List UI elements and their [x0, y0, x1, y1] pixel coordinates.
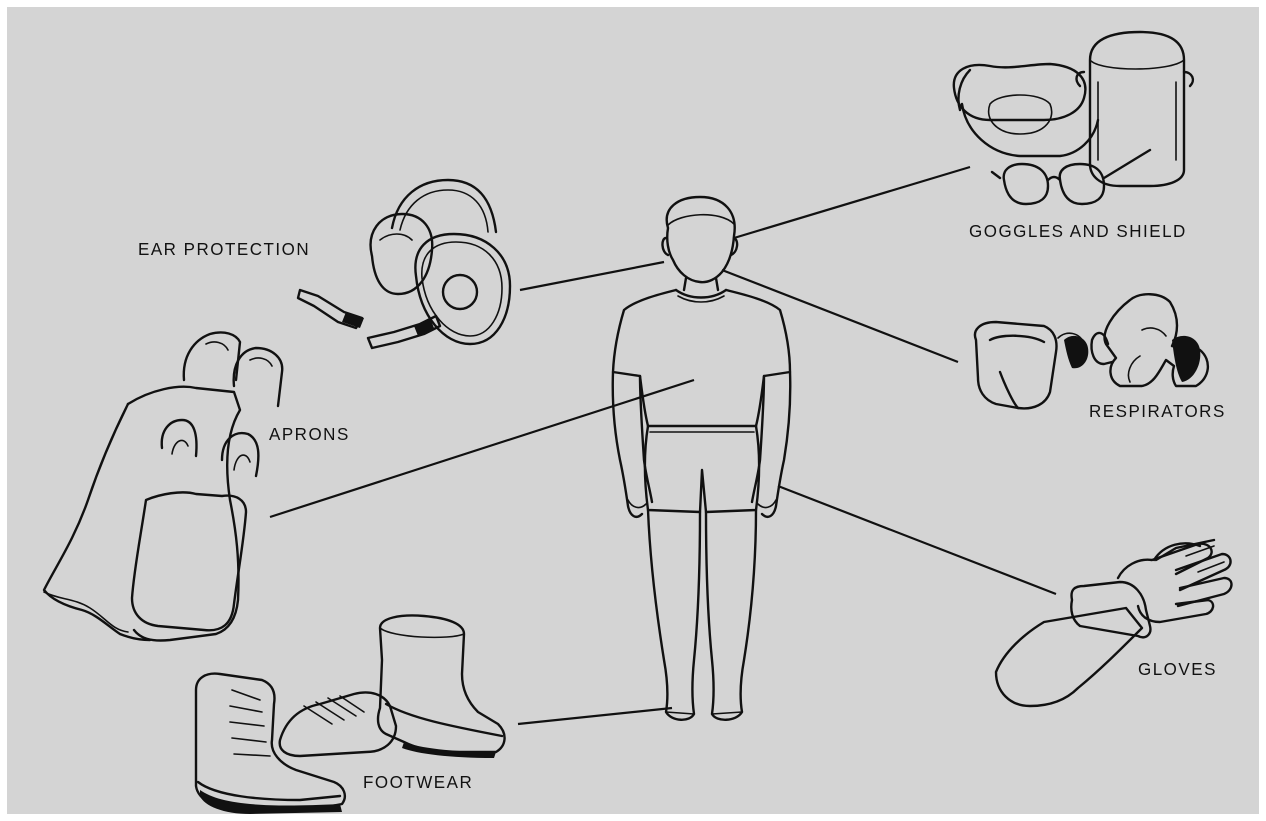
- leader-footwear: [518, 708, 672, 724]
- diagram-canvas: EAR PROTECTION GOGGLES AND SHIELD APRONS…: [7, 7, 1259, 814]
- leader-respirators: [722, 270, 958, 362]
- glove-icon: [996, 540, 1232, 706]
- label-goggles-and-shield: GOGGLES AND SHIELD: [969, 222, 1187, 243]
- label-aprons: APRONS: [269, 425, 350, 446]
- leader-gloves: [778, 486, 1056, 594]
- leader-goggles: [734, 167, 970, 238]
- leader-aprons: [270, 380, 694, 517]
- diagram-illustration: [7, 7, 1259, 814]
- label-respirators: RESPIRATORS: [1089, 402, 1226, 423]
- human-figure: [613, 197, 790, 720]
- apron-icon: [44, 332, 282, 640]
- earmuffs-icon: [298, 180, 510, 348]
- label-ear-protection: EAR PROTECTION: [138, 240, 310, 261]
- respirator-mask-icon: [975, 294, 1208, 408]
- label-gloves: GLOVES: [1138, 660, 1217, 681]
- leader-ear: [520, 262, 664, 290]
- goggles-and-face-shield-icon: [954, 32, 1193, 204]
- label-footwear: FOOTWEAR: [363, 773, 473, 794]
